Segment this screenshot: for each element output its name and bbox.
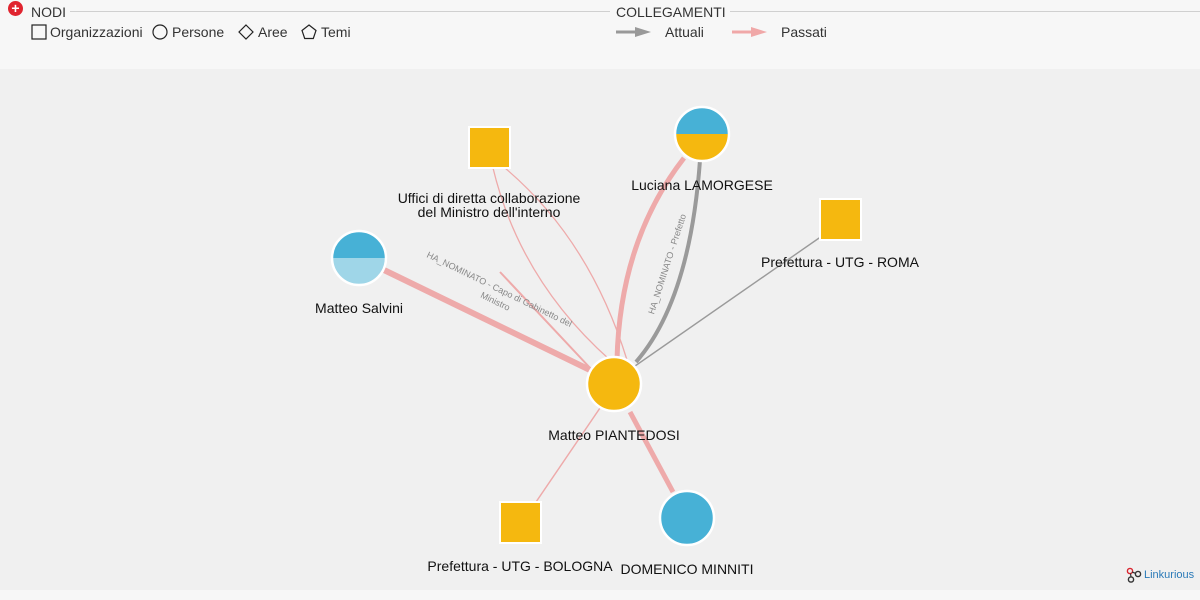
circle-icon: [152, 24, 168, 40]
legend-areas: Aree: [238, 24, 288, 40]
diamond-icon: [238, 24, 254, 40]
node-label-piantedosi: Matteo PIANTEDOSI: [548, 427, 679, 443]
legend-themes-label: Temi: [321, 24, 351, 40]
node-minniti[interactable]: [658, 489, 716, 547]
edge-label-salvini-line1: HA_NOMINATO - Capo di Gabinetto del: [425, 250, 573, 329]
node-label-salvini: Matteo Salvini: [315, 300, 403, 316]
linkurious-logo-icon: [1126, 567, 1142, 583]
node-prefettura-bologna[interactable]: [499, 501, 542, 544]
edge-salvini-piantedosi[interactable]: [381, 267, 593, 373]
legend-persons: Persone: [152, 24, 224, 40]
legend-nodes-title: NODI: [29, 4, 68, 20]
legend-divider: [70, 11, 610, 12]
edge-roma-piantedosi[interactable]: [634, 235, 823, 367]
current-link-arrow-icon: [616, 27, 651, 37]
legend-past-links: Passati: [731, 24, 827, 40]
edges: [381, 156, 823, 503]
node-label-roma: Prefettura - UTG - ROMA: [761, 254, 920, 270]
node-prefettura-roma[interactable]: [819, 198, 862, 241]
node-piantedosi[interactable]: [585, 355, 643, 413]
linkurious-brand-label[interactable]: Linkurious: [1144, 569, 1195, 581]
node-salvini[interactable]: [330, 229, 388, 287]
pentagon-icon: [301, 24, 317, 40]
legend-persons-label: Persone: [172, 24, 225, 40]
legend-links-title: COLLEGAMENTI: [614, 4, 728, 20]
legend-areas-label: Aree: [258, 24, 288, 40]
legend-themes: Temi: [301, 24, 351, 40]
node-label-uffici-line2: del Ministro dell'interno: [418, 204, 561, 220]
edge-lamorgese-piantedosi-current[interactable]: [634, 159, 702, 364]
edge-salvini-piantedosi-thin: [499, 271, 593, 371]
edge-lamorgese-piantedosi-past[interactable]: [614, 156, 686, 361]
bottom-bar: [0, 590, 1200, 600]
node-uffici[interactable]: [468, 126, 511, 169]
legend-past-links-label: Passati: [781, 24, 827, 40]
linkurious-brand-link[interactable]: Linkurious: [1126, 567, 1194, 583]
node-label-uffici-line1: Uffici di diretta collaborazione: [398, 190, 581, 206]
legend-current-links-label: Attuali: [665, 24, 704, 40]
expand-legend-icon[interactable]: +: [8, 1, 23, 16]
edge-minniti-piantedosi[interactable]: [627, 410, 676, 494]
legend-organizations-label: Organizzazioni: [50, 24, 143, 40]
node-lamorgese[interactable]: [673, 105, 731, 163]
edge-uffici-piantedosi[interactable]: [492, 167, 611, 361]
legend-current-links: Attuali: [615, 24, 704, 40]
node-label-minniti: DOMENICO MINNITI: [621, 561, 754, 577]
square-icon: [31, 24, 47, 40]
node-labels: Uffici di diretta collaborazione del Min…: [315, 177, 920, 577]
node-label-bologna: Prefettura - UTG - BOLOGNA: [427, 558, 613, 574]
nodes: [330, 105, 862, 547]
legend-organizations: Organizzazioni: [31, 24, 143, 40]
edge-bologna-piantedosi[interactable]: [535, 407, 601, 503]
legend-divider: [730, 11, 1200, 12]
legend-panel: + NODI COLLEGAMENTI Organizzazioni Perso…: [0, 0, 1200, 69]
node-label-lamorgese: Luciana LAMORGESE: [631, 177, 773, 193]
past-link-arrow-icon: [732, 27, 767, 37]
